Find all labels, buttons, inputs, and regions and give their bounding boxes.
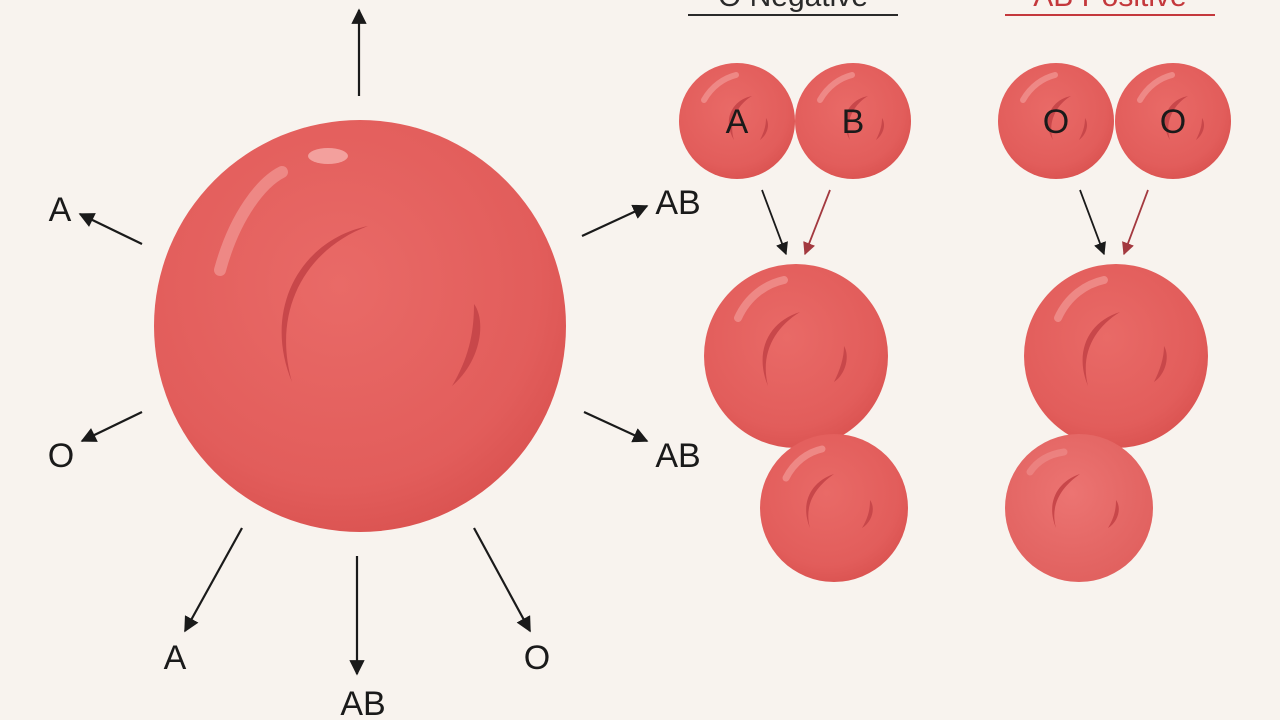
main-cell-arrows	[78, 8, 649, 676]
arrow-bottom-right	[473, 527, 531, 633]
neg-result-cell-bottom	[760, 434, 908, 582]
main-cell-labels: A AB O AB A AB O	[48, 184, 701, 720]
neg-cell-b-label: B	[842, 103, 865, 141]
pos-arrow-left	[1079, 189, 1106, 256]
neg-cell-b: B	[795, 63, 911, 179]
main-red-blood-cell	[154, 120, 566, 532]
arrow-top-right	[581, 204, 649, 237]
label-bottom-right: O	[524, 639, 550, 677]
label-top-right: AB	[655, 184, 700, 222]
neg-cell-a: A	[679, 63, 795, 179]
pos-result-cell-top	[1024, 264, 1208, 448]
pos-cell-o-left-label: O	[1043, 103, 1069, 141]
neg-arrow-right	[803, 189, 831, 256]
pos-arrow-right	[1122, 189, 1149, 256]
neg-arrow-left	[761, 189, 788, 256]
neg-result-cell-top	[704, 264, 888, 448]
arrow-top-left	[78, 213, 143, 245]
label-bottom-left: A	[164, 639, 187, 677]
pos-cell-o-left: O	[998, 63, 1114, 179]
label-mid-right: AB	[655, 437, 700, 475]
label-mid-left: O	[48, 437, 74, 475]
pos-cell-o-right-label: O	[1160, 103, 1186, 141]
arrow-mid-right	[583, 411, 649, 443]
arrow-bottom-left	[184, 527, 243, 633]
panel-ab-positive: O O	[998, 63, 1231, 582]
heading-positive-label: AB Positive	[1033, 0, 1186, 13]
heading-o-negative: O Negative	[688, 0, 898, 16]
label-bottom-center: AB	[340, 685, 385, 720]
heading-negative-label: O Negative	[718, 0, 868, 13]
pos-result-cell-bottom	[1005, 434, 1153, 582]
panel-o-negative: A B	[679, 63, 911, 582]
arrow-mid-left	[80, 411, 143, 442]
pos-cell-o-right: O	[1115, 63, 1231, 179]
neg-cell-a-label: A	[726, 103, 749, 141]
heading-ab-positive: AB Positive	[1005, 0, 1215, 16]
label-top-left: A	[49, 191, 72, 229]
